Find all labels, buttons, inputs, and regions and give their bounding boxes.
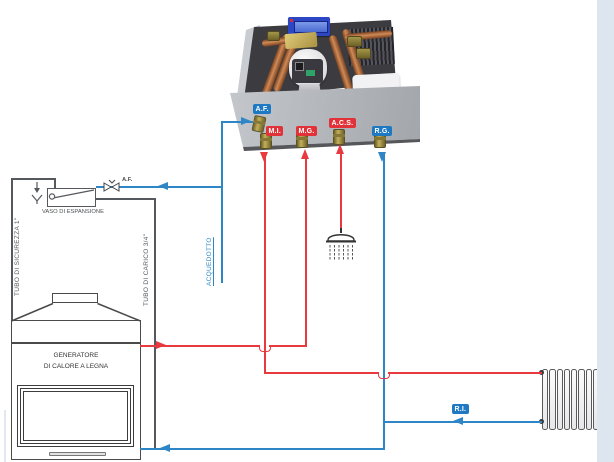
radiator-section <box>542 369 549 430</box>
expansion-vessel-label: VASO DI ESPANSIONE <box>42 209 104 215</box>
radiator-section <box>563 369 570 430</box>
generator-label-line2: DI CALORE A LEGNA <box>43 363 109 371</box>
safety-pipe-label: TUBO DI SICUREZZA 1" <box>14 217 21 296</box>
radiator-section <box>549 369 556 430</box>
flow-arrow-up <box>301 149 309 159</box>
generator-label-line1: GENERATORE <box>53 352 99 359</box>
system-supply-riser <box>264 152 266 374</box>
generator-return-pipe <box>140 448 385 450</box>
page-side-strip <box>597 0 614 462</box>
radiator-section <box>585 369 592 430</box>
generator-supply-pipe <box>140 345 259 347</box>
radiator-section <box>571 369 578 430</box>
chimney-cap <box>52 293 98 303</box>
flow-arrow-right <box>156 341 166 349</box>
fill-pipe-line <box>96 198 155 200</box>
brass-plate <box>284 31 318 50</box>
system-supply-pipe <box>264 372 378 374</box>
valve-icon <box>103 179 120 192</box>
system-return-label: R.I. <box>452 404 469 414</box>
safety-pipe-line <box>11 178 13 320</box>
flow-arrow-left <box>160 444 170 452</box>
shower-head-icon <box>326 228 356 260</box>
radiator-section <box>578 369 585 430</box>
flow-arrow-right <box>241 117 251 125</box>
fill-pipe-label: TUBO DI CARICO 3/4" <box>143 233 150 306</box>
hydraulic-module-photo: A.F. M.I. M.G. A.C.S. R.G. <box>228 6 423 151</box>
fill-pipe-line <box>154 198 156 449</box>
flow-arrow-down <box>260 152 268 162</box>
overflow-tundish-icon <box>31 182 43 204</box>
aqueduct-riser <box>221 121 223 283</box>
stove-hood-line <box>11 302 54 322</box>
expansion-vessel <box>47 188 96 207</box>
port-connector-acs <box>333 129 345 145</box>
generator-supply-riser <box>305 154 307 347</box>
pipe-crossover-bridge <box>378 372 390 379</box>
port-label-rg: R.G. <box>372 126 393 136</box>
controller-display <box>294 21 328 33</box>
brass-fitting <box>267 31 280 41</box>
firebox-frame <box>20 388 131 444</box>
pump-qr-label <box>295 62 304 71</box>
pump-green-label <box>306 70 315 76</box>
cold-water-valve-label: A.F. <box>122 177 133 183</box>
firebox-glass <box>23 391 128 441</box>
generator-label: GENERATORE DI CALORE A LEGNA <box>16 350 136 372</box>
port-label-af: A.F. <box>253 104 272 114</box>
stove-hood-line <box>97 302 141 322</box>
pipe-crossover-bridge <box>259 345 271 352</box>
port-connector-rg <box>374 132 386 148</box>
cold-water-inlet-pipe <box>221 121 253 123</box>
brass-fitting <box>356 48 371 59</box>
aqueduct-label: ACQUEDOTTO <box>206 237 213 286</box>
flow-arrow-left <box>158 182 168 190</box>
brass-fitting <box>347 36 362 47</box>
hot-sanitary-pipe <box>340 153 342 233</box>
port-label-mi: M.I. <box>266 126 284 136</box>
stove-ledge-line <box>12 342 140 344</box>
page-left-edge <box>4 410 6 462</box>
flow-arrow-left <box>453 417 463 425</box>
controller-led <box>290 19 293 22</box>
port-label-acs: A.C.S. <box>329 118 356 128</box>
generator-supply-pipe <box>269 345 307 347</box>
safety-pipe-line <box>54 178 56 190</box>
flow-arrow-up <box>336 144 344 154</box>
safety-pipe-line <box>11 178 55 180</box>
stove-handle <box>49 452 106 456</box>
system-supply-pipe <box>388 372 542 374</box>
radiator-section <box>556 369 563 430</box>
generator-return-riser <box>383 152 385 450</box>
port-label-mg: M.G. <box>296 126 317 136</box>
flow-arrow-down <box>378 152 386 162</box>
radiator <box>542 369 599 430</box>
firebox-window <box>17 385 134 447</box>
